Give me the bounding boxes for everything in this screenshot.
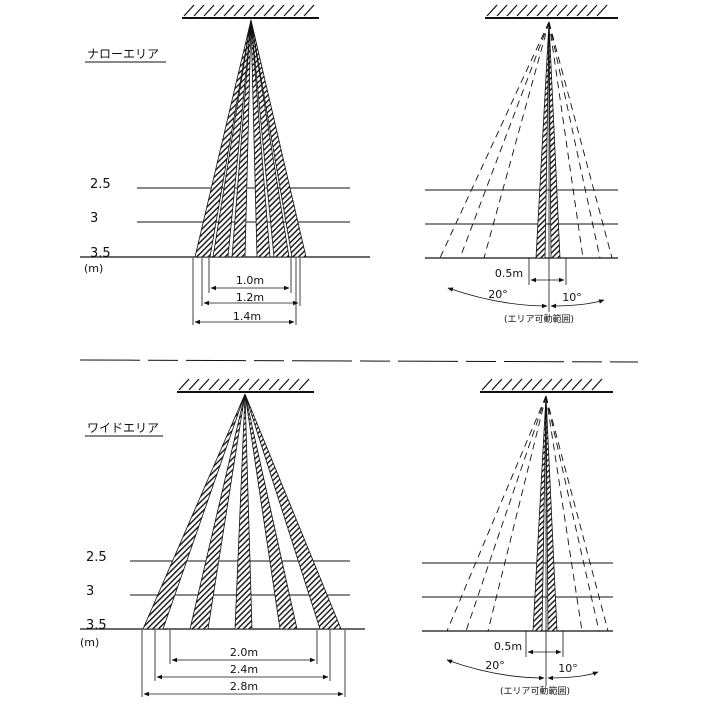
wide-fan-beams bbox=[142, 393, 342, 630]
width-label-1: 1.0m bbox=[236, 274, 264, 287]
height-label-2-5: 2.5 bbox=[90, 177, 111, 192]
narrow-fan-beams bbox=[194, 19, 307, 258]
height-label-3-5: 3.5 bbox=[90, 246, 111, 261]
angle-right-label: 10° bbox=[562, 291, 582, 304]
section-divider bbox=[79, 359, 639, 363]
wide-side-view: 0.5m 20° 10° (エリア可動範囲) bbox=[422, 378, 613, 697]
width-label-3: 1.4m bbox=[233, 310, 261, 323]
range-caption: (エリア可動範囲) bbox=[500, 685, 570, 697]
angle-right-label: 10° bbox=[558, 662, 578, 675]
ceiling-hatch bbox=[182, 4, 319, 19]
ceiling-hatch bbox=[177, 378, 314, 393]
narrow-side-view: 0.5m 20° 10° (エリア可動範囲) bbox=[425, 4, 618, 325]
width-label-3: 2.8m bbox=[230, 680, 258, 693]
unit-label: (m) bbox=[84, 262, 103, 275]
height-label-2-5: 2.5 bbox=[86, 550, 107, 565]
section-title-wide: ワイドエリア bbox=[87, 421, 159, 435]
narrow-section: ナローエリア 2.5 bbox=[80, 4, 618, 325]
height-label-3: 3 bbox=[90, 211, 98, 226]
angle-left-label: 20° bbox=[488, 288, 508, 301]
width-label-2: 1.2m bbox=[236, 291, 264, 304]
range-caption: (エリア可動範囲) bbox=[504, 313, 574, 325]
wide-section: ワイドエリア 2.5 3 3.5 (m) bbox=[80, 378, 613, 697]
side-width-label: 0.5m bbox=[494, 640, 522, 653]
side-width-label: 0.5m bbox=[495, 267, 523, 280]
section-title-narrow: ナローエリア bbox=[87, 47, 159, 61]
width-label-1: 2.0m bbox=[230, 646, 258, 659]
height-label-3: 3 bbox=[86, 584, 94, 599]
width-label-2: 2.4m bbox=[230, 663, 258, 676]
unit-label: (m) bbox=[80, 636, 99, 649]
angle-left-label: 20° bbox=[485, 659, 505, 672]
height-label-3-5: 3.5 bbox=[86, 618, 107, 633]
